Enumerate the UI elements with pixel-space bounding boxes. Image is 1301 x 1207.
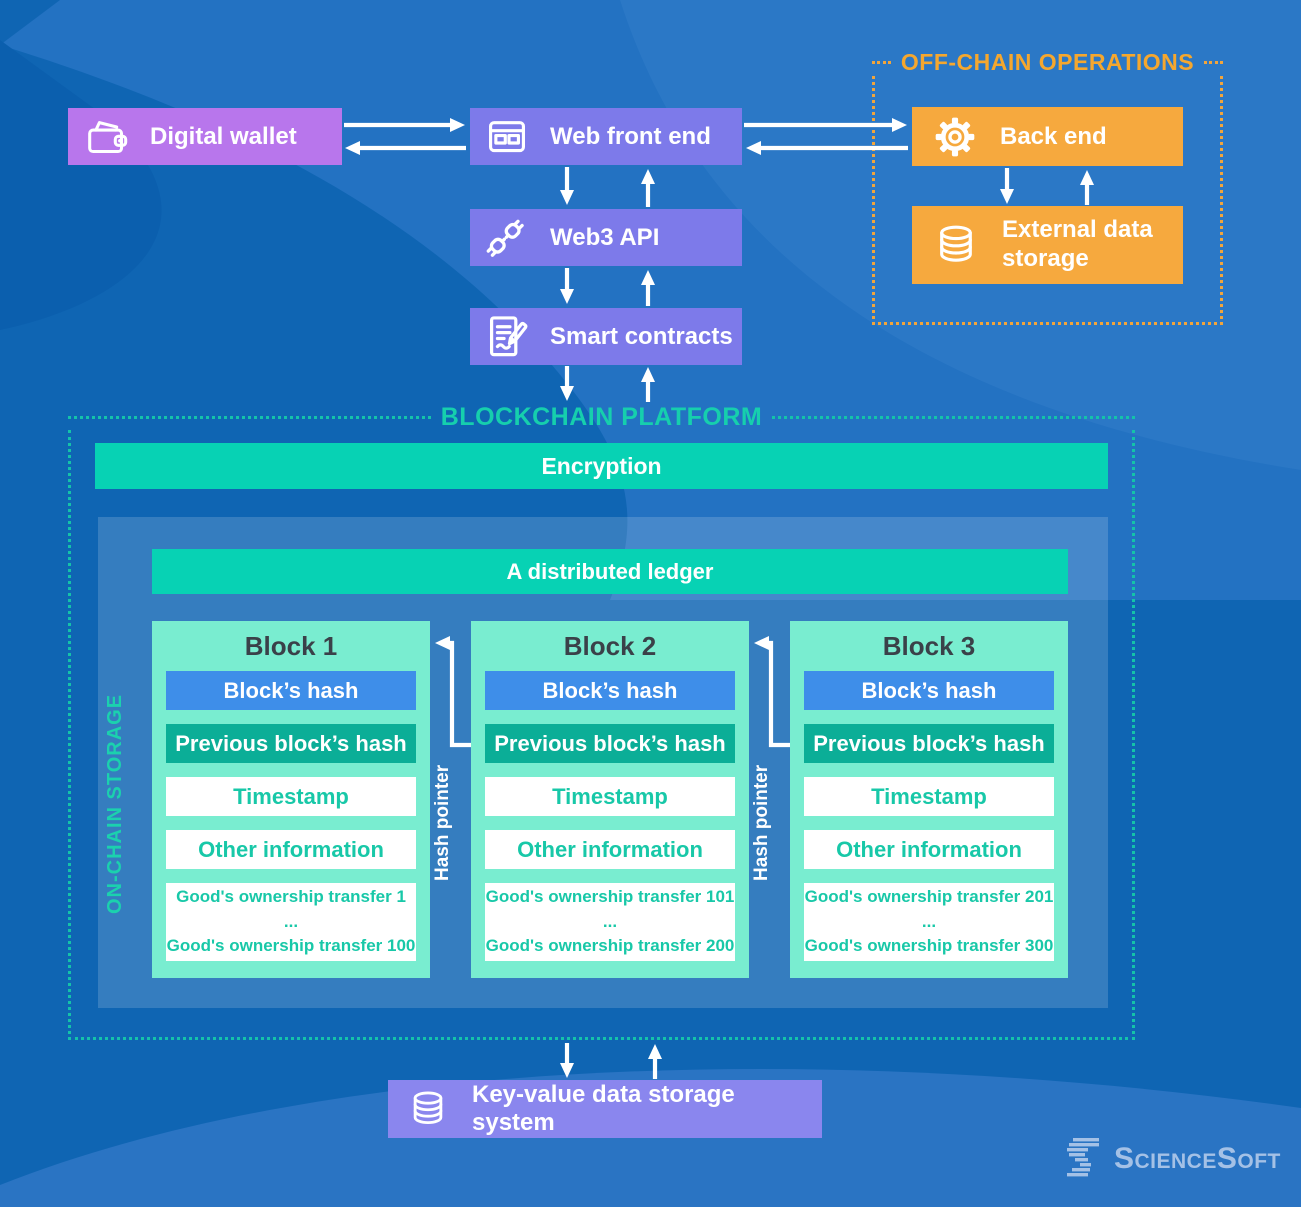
web3-api-node: Web3 API bbox=[470, 209, 742, 266]
sciencesoft-logo-text: ScienceSoft bbox=[1114, 1142, 1281, 1175]
database-icon bbox=[413, 1091, 443, 1125]
dotted-border-segment bbox=[1204, 60, 1224, 64]
block-title: Block 2 bbox=[563, 630, 657, 661]
timestamp-row: Timestamp bbox=[166, 777, 416, 816]
dotted-border-segment bbox=[872, 60, 891, 64]
block-hash-row: Block’s hash bbox=[804, 671, 1054, 710]
ownership-transfers-row: Good's ownership transfer 201 ... Good's… bbox=[804, 883, 1054, 961]
hash-pointer-label: Hash pointer bbox=[432, 764, 453, 882]
back-end-node: Back end bbox=[912, 107, 1183, 166]
distributed-ledger-label: A distributed ledger bbox=[506, 558, 714, 584]
other-information-row: Other information bbox=[166, 830, 416, 869]
timestamp-row: Timestamp bbox=[485, 777, 735, 816]
block-hash-row: Block’s hash bbox=[166, 671, 416, 710]
on-chain-storage-label: ON-CHAIN STORAGE bbox=[104, 693, 126, 915]
plug-icon bbox=[486, 219, 524, 257]
web-front-end-node: Web front end bbox=[470, 108, 742, 165]
transfer-ellipsis: ... bbox=[602, 911, 618, 931]
key-value-storage-node: Key-value data storage system bbox=[388, 1080, 822, 1138]
ownership-transfers-row: Good's ownership transfer 1 ... Good's o… bbox=[166, 883, 416, 961]
block-hash-row: Block’s hash bbox=[485, 671, 735, 710]
distributed-ledger-bar: A distributed ledger bbox=[152, 549, 1068, 594]
smart-contracts-node: Smart contracts bbox=[470, 308, 742, 365]
external-data-storage-node: External data storage bbox=[912, 206, 1183, 284]
block-3: Block 3 Block’s hash Previous block’s ha… bbox=[790, 621, 1068, 978]
transfer-first: Good's ownership transfer 101 bbox=[485, 887, 735, 907]
dotted-border-segment bbox=[68, 415, 431, 419]
gear-icon bbox=[935, 117, 975, 156]
contract-document-icon bbox=[489, 315, 528, 356]
external-data-storage-label: External data storage bbox=[1002, 216, 1153, 272]
digital-wallet-label: Digital wallet bbox=[150, 122, 297, 150]
smart-contracts-label: Smart contracts bbox=[550, 322, 733, 350]
previous-block-hash-row: Previous block’s hash bbox=[166, 724, 416, 763]
blockchain-platform-title: BLOCKCHAIN PLATFORM bbox=[440, 402, 763, 431]
timestamp-row: Timestamp bbox=[804, 777, 1054, 816]
web3-api-label: Web3 API bbox=[550, 223, 660, 251]
sciencesoft-logo-icon bbox=[1067, 1138, 1099, 1177]
transfer-ellipsis: ... bbox=[283, 911, 299, 931]
digital-wallet-node: Digital wallet bbox=[68, 108, 342, 165]
transfer-first: Good's ownership transfer 201 bbox=[804, 887, 1054, 907]
database-icon bbox=[940, 225, 972, 262]
transfer-last: Good's ownership transfer 200 bbox=[485, 936, 735, 956]
block-title: Block 3 bbox=[882, 630, 976, 661]
transfer-last: Good's ownership transfer 300 bbox=[804, 936, 1054, 956]
encryption-bar: Encryption bbox=[95, 443, 1108, 489]
transfer-ellipsis: ... bbox=[921, 911, 937, 931]
other-information-row: Other information bbox=[485, 830, 735, 869]
key-value-storage-label: Key-value data storage system bbox=[472, 1081, 735, 1136]
web-front-end-label: Web front end bbox=[550, 122, 711, 150]
hash-pointer-label: Hash pointer bbox=[751, 764, 772, 882]
block-2: Block 2 Block’s hash Previous block’s ha… bbox=[471, 621, 749, 978]
off-chain-operations-title: OFF-CHAIN OPERATIONS bbox=[900, 48, 1195, 75]
sciencesoft-logo: ScienceSoft bbox=[1066, 1138, 1281, 1180]
ownership-transfers-row: Good's ownership transfer 101 ... Good's… bbox=[485, 883, 735, 961]
previous-block-hash-row: Previous block’s hash bbox=[485, 724, 735, 763]
block-title: Block 1 bbox=[244, 630, 338, 661]
encryption-label: Encryption bbox=[541, 452, 662, 479]
browser-window-icon bbox=[489, 120, 525, 152]
transfer-last: Good's ownership transfer 100 bbox=[166, 936, 416, 956]
dotted-border-segment bbox=[772, 415, 1135, 419]
wallet-icon bbox=[88, 120, 128, 153]
block-1: Block 1 Block’s hash Previous block’s ha… bbox=[152, 621, 430, 978]
back-end-label: Back end bbox=[1000, 122, 1107, 150]
previous-block-hash-row: Previous block’s hash bbox=[804, 724, 1054, 763]
transfer-first: Good's ownership transfer 1 bbox=[176, 887, 406, 907]
other-information-row: Other information bbox=[804, 830, 1054, 869]
